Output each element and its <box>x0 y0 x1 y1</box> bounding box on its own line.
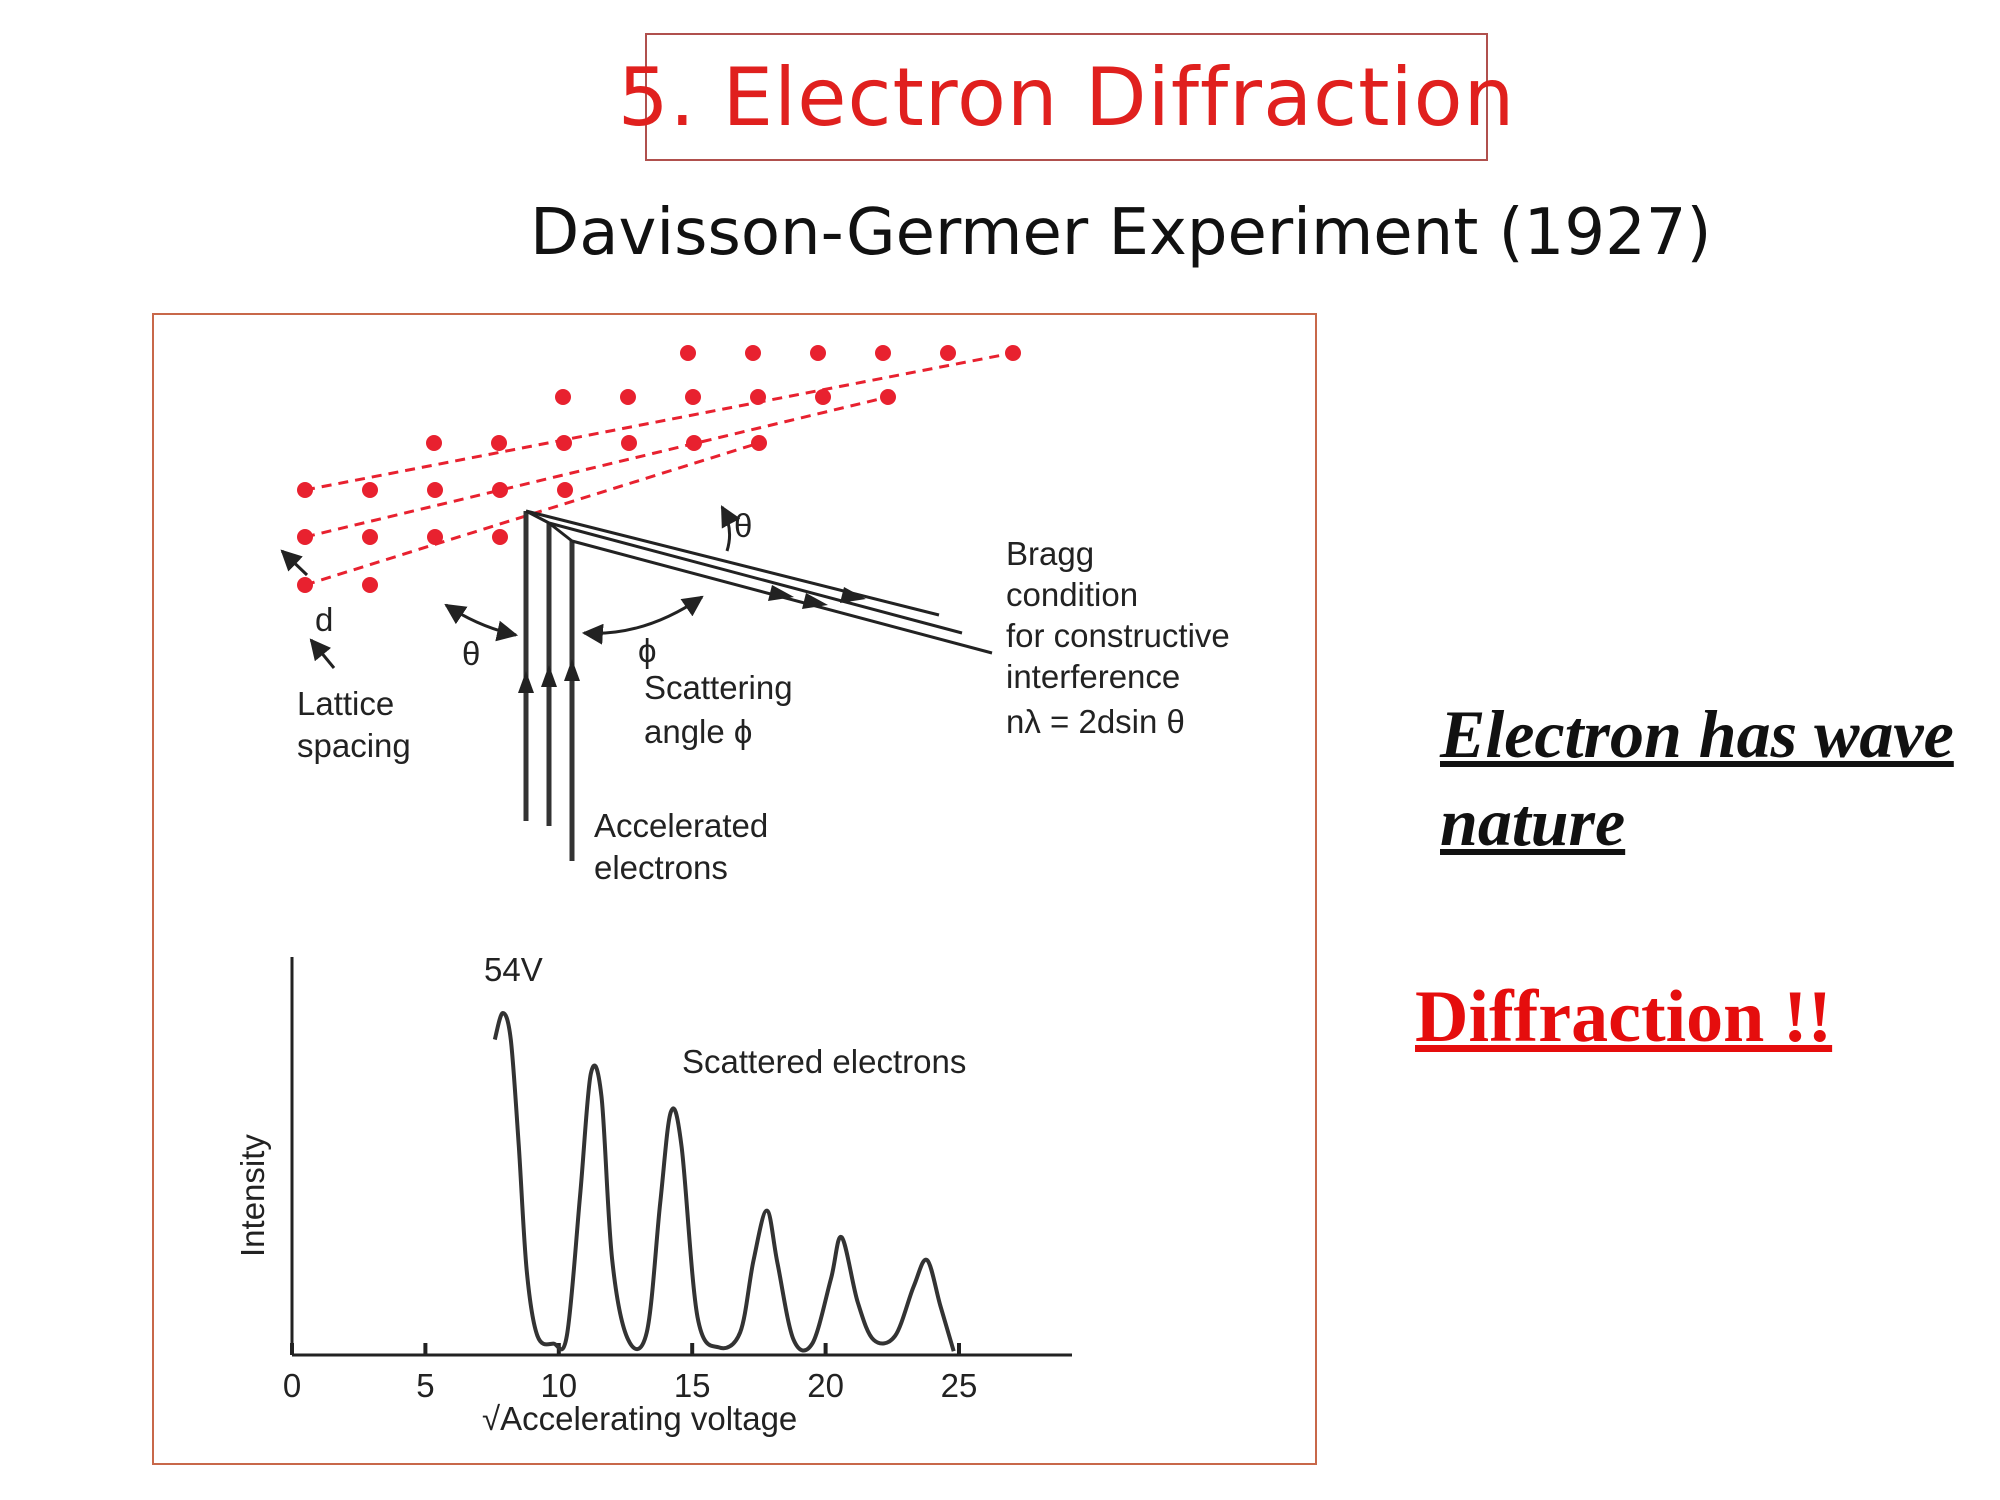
intensity-plot: 0 5 10 15 20 25 Intensity √Accelerating volta… <box>234 951 1072 1437</box>
x-tick-label: 15 <box>674 1367 711 1404</box>
lattice-spacing-d-label: d <box>315 601 333 638</box>
lattice-atom <box>940 345 956 361</box>
x-tick-label: 25 <box>941 1367 978 1404</box>
lattice-atom <box>362 482 378 498</box>
intensity-curve <box>492 1010 956 1353</box>
theta-angle-arc-top <box>720 505 741 552</box>
lattice-atom <box>621 435 637 451</box>
slide-subtitle: Davisson-Germer Experiment (1927) <box>530 196 1712 270</box>
lattice-atom <box>492 482 508 498</box>
lattice-atom <box>297 482 313 498</box>
x-tick-label: 20 <box>807 1367 844 1404</box>
x-tick-label: 0 <box>283 1367 301 1404</box>
bragg-line4: interference <box>1006 658 1180 695</box>
lattice-atom <box>680 345 696 361</box>
lattice-atom <box>297 529 313 545</box>
scattered-electrons-label: Scattered electrons <box>682 1043 966 1080</box>
lattice-row-line <box>304 395 889 539</box>
electrons-label-line2: electrons <box>594 849 728 886</box>
lattice-atom <box>686 435 702 451</box>
lattice-atom <box>810 345 826 361</box>
lattice-atom <box>875 345 891 361</box>
lattice-atom <box>556 435 572 451</box>
phi-label: ϕ <box>638 632 656 669</box>
lattice-atom <box>751 435 767 451</box>
wave-nature-note: Electron has wave nature <box>1440 696 1954 860</box>
x-axis-label: √Accelerating voltage <box>482 1400 797 1437</box>
bragg-equation: nλ = 2dsin θ <box>1006 703 1185 740</box>
scattered-beam-arrows <box>768 585 866 609</box>
lattice-row-line <box>304 351 1014 492</box>
x-tick-label: 5 <box>416 1367 434 1404</box>
lattice-atom <box>557 482 573 498</box>
lattice-atom <box>491 435 507 451</box>
phi-angle-arc <box>581 595 704 645</box>
lattice-atom <box>685 389 701 405</box>
x-tick-label: 10 <box>540 1367 577 1404</box>
bragg-line1: Bragg <box>1006 535 1094 572</box>
peak-54v-label: 54V <box>484 951 543 988</box>
slide-title: 5. Electron Diffraction <box>617 50 1516 144</box>
lattice-atom <box>427 529 443 545</box>
lattice-atom <box>880 389 896 405</box>
lattice-atom <box>750 389 766 405</box>
crystal-lattice <box>297 345 1021 593</box>
theta-label-left: θ <box>462 635 480 672</box>
scattering-label-line1: Scattering <box>644 669 793 706</box>
lattice-label-line2: spacing <box>297 727 411 764</box>
bragg-line3: for constructive <box>1006 617 1230 654</box>
lattice-atom <box>427 482 443 498</box>
experiment-figure: d Lattice spacing Accelerated electrons <box>234 345 1230 1437</box>
lattice-spacing-marker: d <box>280 549 336 669</box>
lattice-atom <box>492 529 508 545</box>
lattice-atom <box>815 389 831 405</box>
lattice-row-line <box>304 441 760 587</box>
bragg-condition-text: Bragg condition for constructive interfe… <box>1006 535 1230 740</box>
scattered-electron-beams <box>525 509 993 655</box>
scattering-label-line2: angle ϕ <box>644 713 752 750</box>
electrons-label-line1: Accelerated <box>594 807 768 844</box>
lattice-label-line1: Lattice <box>297 685 394 722</box>
lattice-atom <box>362 577 378 593</box>
y-axis-label: Intensity <box>234 1134 271 1257</box>
lattice-atom <box>297 577 313 593</box>
theta-angle-arc-left <box>444 603 519 642</box>
figure-frame: d Lattice spacing Accelerated electrons <box>152 313 1317 1465</box>
bragg-line2: condition <box>1006 576 1138 613</box>
lattice-atom <box>426 435 442 451</box>
incoming-beam-arrows <box>518 659 580 693</box>
theta-label-top: θ <box>734 507 752 544</box>
lattice-atom <box>1005 345 1021 361</box>
lattice-atom <box>620 389 636 405</box>
lattice-atom <box>745 345 761 361</box>
lattice-atom <box>362 529 378 545</box>
slide-title-box: 5. Electron Diffraction <box>618 33 1514 161</box>
diffraction-note: Diffraction !! <box>1415 976 1833 1058</box>
lattice-atom <box>555 389 571 405</box>
